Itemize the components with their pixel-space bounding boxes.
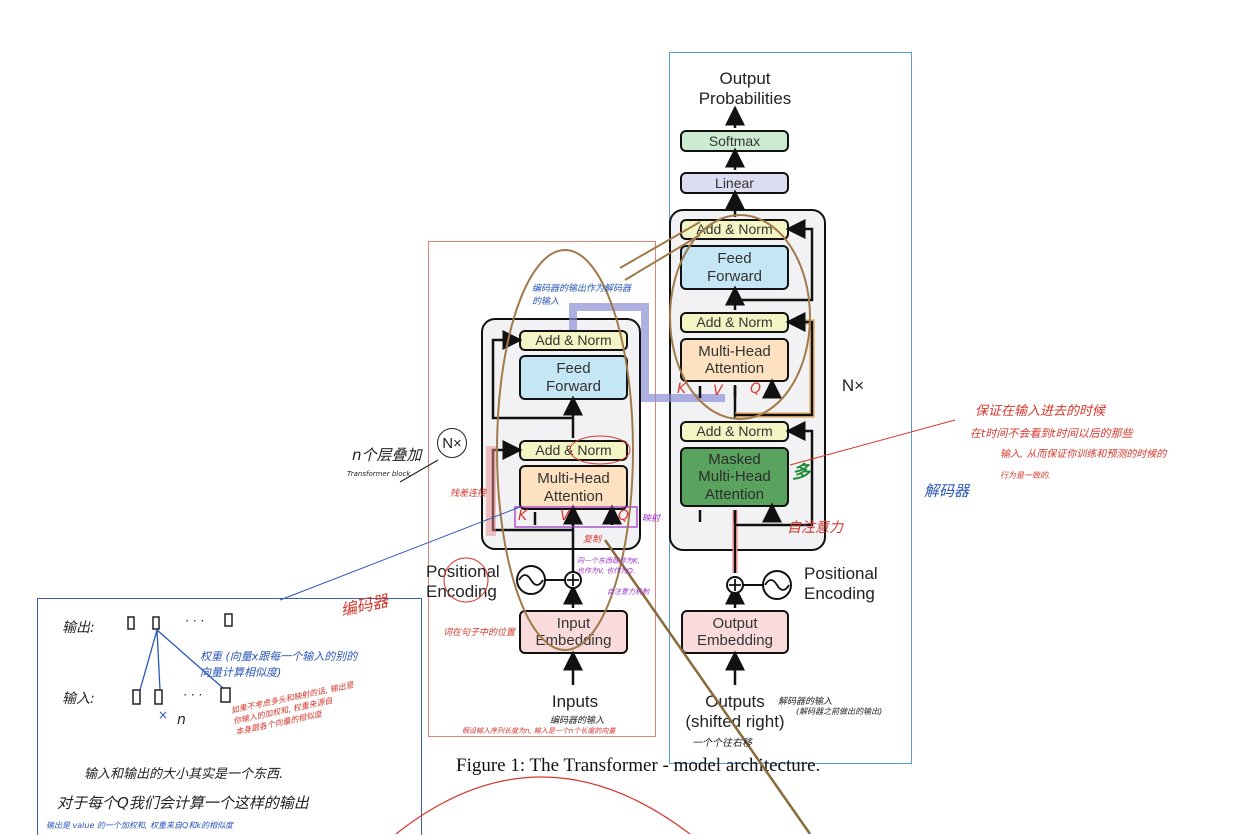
linear-label: Linear: [715, 174, 754, 191]
note-self-attention-mech: 自注意力机制: [607, 588, 649, 596]
encoder-add-norm-bottom: Add & Norm: [519, 440, 628, 461]
note-input-seq: 假设输入序列长度为n, 输入是一个n个长度的向量: [462, 727, 616, 735]
output-probabilities-label: Output Probabilities: [698, 69, 792, 109]
note-decoder: 解码器: [924, 482, 970, 500]
notes-input-row: 输入:: [62, 691, 95, 707]
input-embedding-label: Input Embedding: [535, 614, 612, 649]
decoder-feed-forward-label: Feed Forward: [706, 250, 762, 285]
notes-input-dots: · · ·: [183, 688, 203, 702]
decoder-multi-head-attention: Multi-Head Attention: [680, 338, 789, 382]
encoder-nx-circle: N×: [437, 428, 467, 458]
dec-q-label: Q: [750, 381, 762, 397]
decoder-add-norm-top: Add & Norm: [680, 219, 789, 240]
notes-x: ×: [158, 708, 169, 722]
note-shift: 一个个往右移: [692, 738, 752, 749]
encoder-add-norm-top-label: Add & Norm: [535, 332, 612, 349]
qkv-box: [514, 506, 638, 528]
encoder-add-norm-bottom-label: Add & Norm: [535, 442, 612, 459]
decoder-positional-wave-icon: [762, 570, 792, 600]
note-mask-green: 多: [792, 462, 810, 483]
note-encoder-output: 编码器的输出作为解码器 的输入: [532, 284, 632, 307]
encoder-ellipse: [496, 249, 634, 651]
dec-v-label: V: [713, 383, 723, 399]
enc-v-label: V: [560, 508, 570, 524]
note-masked-2: 在t时间不会看到t时间以后的那些: [970, 427, 1133, 440]
dec-k-label: K: [677, 381, 687, 397]
decoder-mha-label: Multi-Head Attention: [698, 342, 771, 377]
encoder-mha-label: Multi-Head Attention: [537, 470, 610, 505]
note-copy: 复制: [583, 535, 602, 545]
notes-attention-sketch: [139, 629, 224, 691]
note-n-layers: n个层叠加: [352, 446, 422, 464]
note-qkv-same: 同一个东西既作为K, 也作为V, 也作为Q.: [577, 557, 640, 575]
enc-residual-2: [491, 330, 573, 420]
note-residual: 残差连接: [450, 489, 487, 499]
figure-caption: Figure 1: The Transformer - model archit…: [456, 755, 821, 776]
decoder-add-norm-mid: Add & Norm: [680, 312, 789, 333]
note-self-attention: 自注意力: [787, 520, 843, 536]
note-decoder-input: 解码器的输入: [778, 697, 833, 707]
inputs-label: Inputs: [551, 692, 599, 711]
encoder-feed-forward-label: Feed Forward: [545, 360, 601, 395]
brown-diagonal: [603, 539, 812, 834]
decoder-add-norm-top-label: Add & Norm: [696, 221, 773, 238]
decoder-ellipse: [669, 214, 811, 420]
decoder-add-norm-bottom-label: Add & Norm: [696, 423, 773, 440]
notes-line-2: 对于每个Q我们会计算一个这样的输出: [57, 794, 309, 812]
decoder-feed-forward: Feed Forward: [680, 245, 789, 290]
notes-line-3: 输出是 value 的一个加权和, 权重来自Q和k的相似度: [46, 821, 233, 830]
notes-weight: 权重 (向量x跟每一个输入的别的 向量计算相似度): [200, 650, 358, 679]
decoder-nx-label: N×: [841, 376, 865, 395]
note-encoder-input: 编码器的输入: [550, 716, 605, 726]
notes-box: [37, 598, 422, 835]
softmax-label: Softmax: [708, 132, 761, 149]
note-masked-4: 行为是一致的.: [1000, 471, 1051, 480]
note-decoder-prev: (解码器之前做出的输出): [796, 707, 883, 716]
notes-output-dots: · · ·: [185, 614, 205, 628]
enc-q-label: Q: [618, 508, 630, 524]
enc-qkv-arrows: [533, 512, 612, 525]
masked-mha-label: Masked Multi-Head Attention: [698, 451, 771, 503]
residual-highlight: [486, 446, 496, 536]
softmax-block: Softmax: [680, 130, 789, 152]
decoder-add-norm-bottom: Add & Norm: [680, 421, 789, 442]
notes-output-row: 输出:: [62, 620, 95, 636]
output-embedding: Output Embedding: [681, 610, 789, 654]
encoder-add-norm-top: Add & Norm: [519, 330, 628, 351]
note-masked-3: 输入, 从而保证你训练和预测的时候的: [1000, 449, 1167, 460]
enc-k-label: K: [518, 508, 528, 524]
decoder-add-norm-mid-label: Add & Norm: [696, 314, 773, 331]
note-masked-1: 保证在输入进去的时候: [975, 404, 1106, 419]
encoder-nx-label: N×: [442, 434, 462, 452]
note-transformer-block: Transformer block: [347, 470, 411, 478]
notes-n: n: [177, 712, 186, 728]
note-position: 词在句子中的位置: [443, 628, 516, 638]
notes-line-1: 输入和输出的大小其实是一个东西.: [84, 767, 284, 782]
output-embedding-label: Output Embedding: [697, 614, 773, 649]
note-mapping: 映射: [642, 514, 661, 524]
encoder-frame: [428, 241, 656, 737]
decoder-positional-encoding-label: Positional Encoding: [804, 564, 878, 604]
encoder-positional-encoding-label: Positional Encoding: [426, 562, 500, 602]
encoder-output-highlight: [569, 303, 725, 402]
